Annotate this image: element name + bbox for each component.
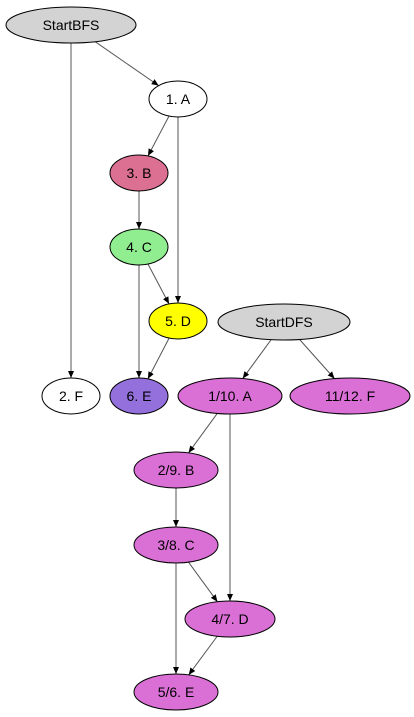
node-shape-bfs-c: [109, 228, 169, 266]
node-label-dfs-b: 2/9. B: [158, 462, 195, 478]
edge-startbfs-to-bfs-a: [94, 41, 159, 87]
node-bfs-e: 6. E: [109, 377, 169, 415]
node-label-dfs-d: 4/7. D: [211, 611, 248, 627]
edge-dfs-a-to-dfs-b: [188, 413, 218, 454]
node-bfs-a: 1. A: [148, 80, 208, 118]
node-shape-startbfs: [5, 6, 137, 44]
node-label-startdfs: StartDFS: [255, 314, 313, 330]
node-bfs-d: 5. D: [148, 302, 208, 340]
node-dfs-c: 3/8. C: [133, 526, 219, 564]
node-shape-dfs-f: [289, 377, 411, 415]
edge-bfs-d-to-bfs-e: [147, 337, 170, 380]
node-shape-dfs-d: [184, 600, 276, 638]
node-label-bfs-c: 4. C: [126, 239, 152, 255]
node-label-bfs-d: 5. D: [165, 313, 191, 329]
node-label-dfs-f: 11/12. F: [325, 388, 375, 404]
edges-layer: [68, 41, 335, 676]
node-label-bfs-a: 1. A: [166, 91, 191, 107]
node-label-dfs-e: 5/6. E: [158, 684, 195, 700]
edge-bfs-c-to-bfs-d: [147, 263, 170, 305]
node-dfs-b: 2/9. B: [133, 451, 219, 489]
edge-dfs-c-to-dfs-d: [188, 561, 218, 603]
node-shape-bfs-e: [109, 377, 169, 415]
node-bfs-b: 3. B: [109, 154, 169, 192]
nodes-layer: StartBFS 1. A 3. B 4. C 5. D 2. F 6. E StartDFS…: [5, 6, 411, 711]
node-bfs-f: 2. F: [41, 377, 101, 415]
node-label-dfs-a: 1/10. A: [208, 388, 252, 404]
node-shape-startdfs: [217, 303, 351, 341]
node-bfs-c: 4. C: [109, 228, 169, 266]
node-label-dfs-c: 3/8. C: [157, 537, 194, 553]
node-shape-dfs-e: [133, 673, 219, 711]
node-dfs-e: 5/6. E: [133, 673, 219, 711]
node-shape-bfs-d: [148, 302, 208, 340]
node-startdfs: StartDFS: [217, 303, 351, 341]
node-label-startbfs: StartBFS: [43, 17, 100, 33]
node-label-bfs-e: 6. E: [127, 388, 152, 404]
node-label-bfs-b: 3. B: [127, 165, 152, 181]
node-dfs-f: 11/12. F: [289, 377, 411, 415]
node-shape-dfs-a: [177, 377, 283, 415]
node-shape-bfs-f: [41, 377, 101, 415]
node-shape-dfs-c: [133, 526, 219, 564]
node-label-bfs-f: 2. F: [59, 388, 83, 404]
edge-startdfs-to-dfs-f: [299, 339, 335, 379]
edge-bfs-a-to-bfs-b: [147, 115, 170, 157]
node-shape-bfs-a: [148, 80, 208, 118]
node-dfs-d: 4/7. D: [184, 600, 276, 638]
edge-dfs-d-to-dfs-e: [188, 635, 218, 676]
node-shape-bfs-b: [109, 154, 169, 192]
node-startbfs: StartBFS: [5, 6, 137, 44]
node-dfs-a: 1/10. A: [177, 377, 283, 415]
edge-startdfs-to-dfs-a: [242, 339, 272, 379]
node-shape-dfs-b: [133, 451, 219, 489]
